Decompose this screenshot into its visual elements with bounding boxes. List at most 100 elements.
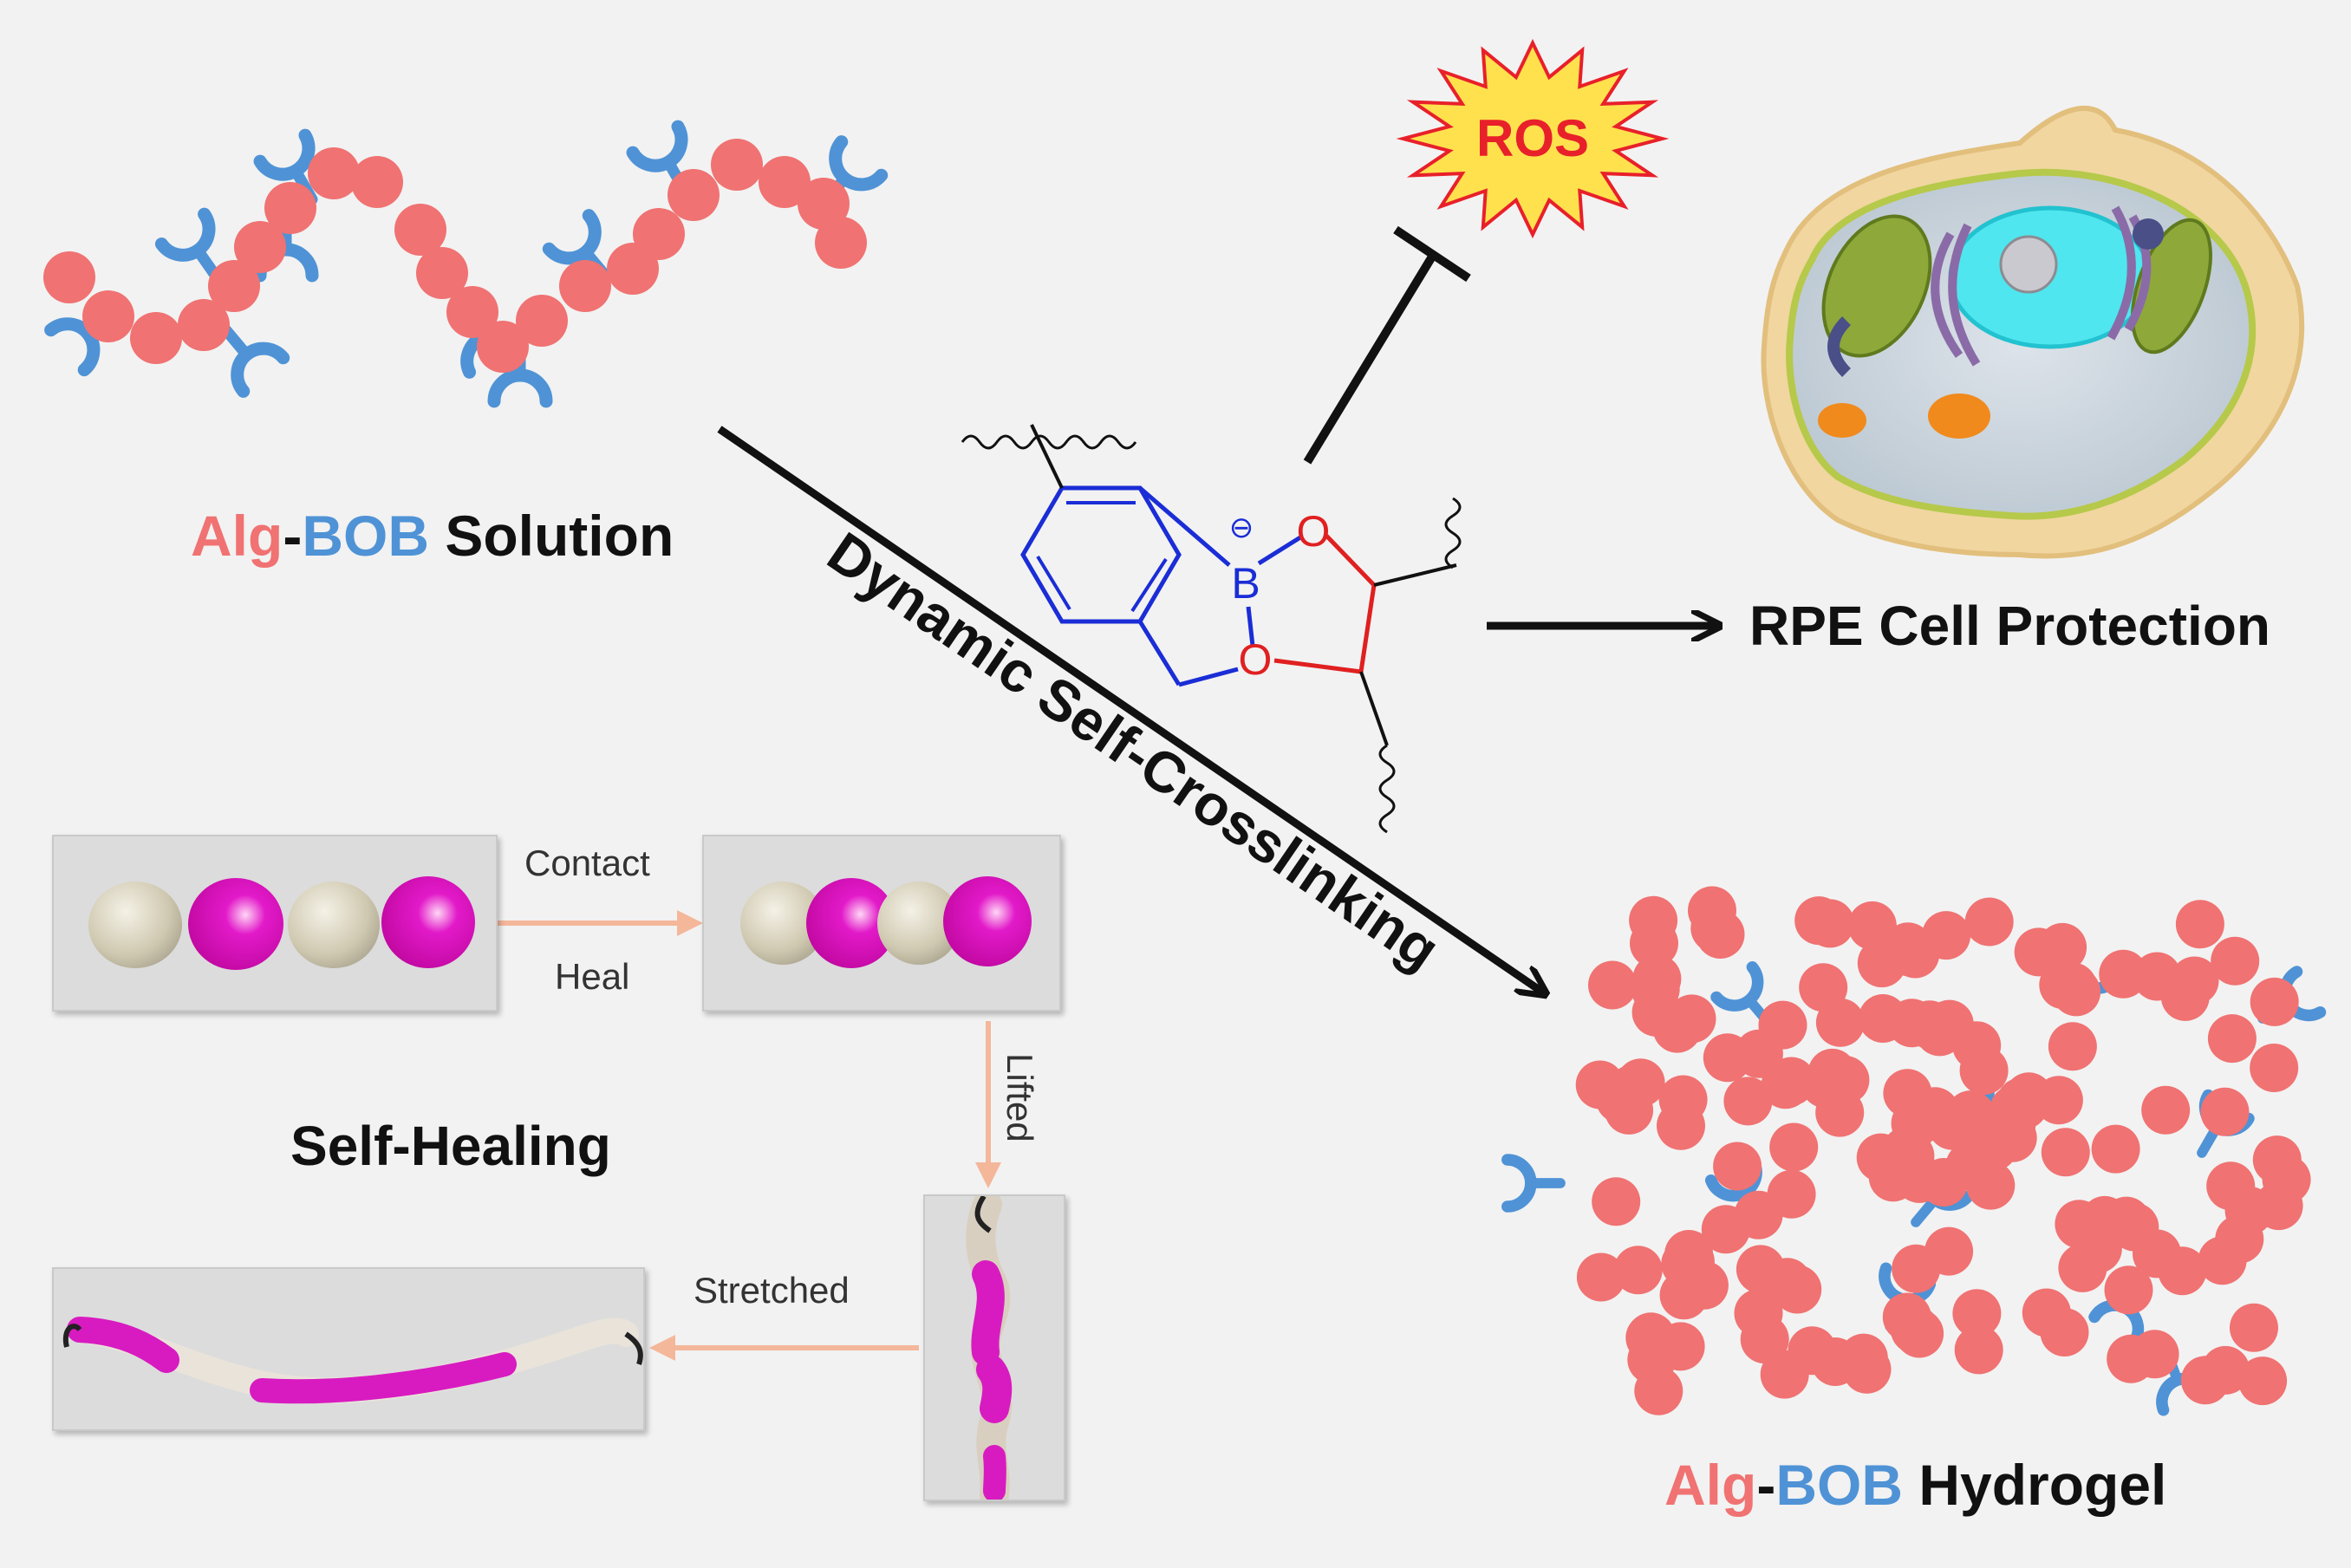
bob-text: BOB: [1775, 1453, 1903, 1517]
alginate-bead: [1632, 954, 1682, 1004]
mitochondrion: [1818, 403, 1866, 438]
dash-text: -: [283, 504, 303, 568]
polymer-wavy-bond: [1444, 497, 1462, 569]
oxygen-atom-top: O: [1297, 507, 1331, 556]
polymer-wavy-bond: [1378, 744, 1396, 834]
alginate-bead: [477, 321, 529, 373]
rpe-cell-illustration: [1761, 106, 2305, 559]
ros-burst: ROS: [1396, 38, 1670, 239]
alginate-bead: [234, 221, 286, 273]
alginate-bead: [1767, 1169, 1816, 1219]
alginate-bead: [798, 178, 850, 230]
pink-hydrogel-drop: [188, 878, 283, 970]
inhibition-bar: [1393, 225, 1471, 283]
b-o-bond-top: [1257, 535, 1302, 566]
alg-bob-hydrogel-network: [1501, 886, 2327, 1416]
chloroplast: [1821, 214, 1932, 358]
heal-label: Heal: [555, 956, 630, 997]
benzene-double-bond: [1036, 555, 1071, 611]
alginate-bead: [1807, 1048, 1857, 1097]
alginate-bead: [2230, 1303, 2278, 1352]
boron-charge: ⊖: [1229, 511, 1254, 544]
alginate-bead: [208, 260, 260, 312]
alginate-bead: [2022, 1288, 2071, 1337]
rpe-cell-protection-label: RPE Cell Protection: [1749, 595, 2270, 657]
ch2-o-bond: [1178, 667, 1239, 687]
alginate-bead: [815, 217, 867, 269]
crosslinking-arrow: [717, 426, 1543, 992]
alginate-bead: [1954, 1325, 2003, 1375]
alginate-bead: [2250, 1044, 2299, 1092]
clear-hydrogel-drop: [288, 882, 380, 968]
alginate-bead: [1576, 1252, 1625, 1302]
alginate-bead: [2041, 1128, 2090, 1177]
alginate-bead: [1847, 901, 1897, 950]
alginate-bead: [1859, 994, 1907, 1043]
alginate-bead: [1736, 1245, 1785, 1294]
alginate-bead: [1588, 960, 1637, 1010]
c-c-bond: [1358, 584, 1377, 673]
alginate-bead: [1656, 1322, 1705, 1371]
alginate-bead: [394, 204, 446, 256]
alginate-bead: [1924, 1226, 1974, 1276]
alginate-bead: [2004, 1072, 2054, 1122]
alginate-bead: [1613, 1246, 1663, 1295]
alginate-bead: [1703, 1033, 1752, 1083]
alginate-bead: [1788, 1326, 1837, 1376]
alginate-bead: [2048, 1022, 2097, 1071]
o-c-bond-top: [1325, 534, 1376, 587]
alginate-bead: [2250, 977, 2299, 1026]
bob-text: BOB: [302, 504, 429, 568]
centrosome: [2133, 218, 2164, 250]
golgi: [1931, 205, 2152, 367]
c-chain-bond: [1359, 671, 1389, 746]
alginate-bead: [1806, 899, 1855, 948]
o-c-bond-bottom: [1273, 658, 1362, 674]
ring-ch2-bond: [1137, 620, 1182, 686]
alginate-bead: [1723, 1077, 1773, 1126]
alginate-bead: [2175, 900, 2224, 949]
alginate-bead: [2252, 1135, 2302, 1185]
alg-text: Alg: [191, 504, 283, 568]
mitochondrion: [1928, 394, 1990, 439]
alginate-bead: [1713, 1142, 1762, 1191]
contacted-drops-photo: [702, 835, 1061, 1012]
alginate-bead: [2211, 936, 2260, 986]
dash-text: -: [1756, 1453, 1776, 1517]
hydrogel-title: Alg-BOB Hydrogel: [1664, 1452, 2166, 1518]
solution-text: Solution: [428, 504, 674, 568]
polymer-wavy-bond: [961, 434, 1137, 450]
chloroplast: [2131, 218, 2212, 355]
alginate-bead: [130, 312, 182, 364]
alginate-bead: [1895, 1154, 1944, 1203]
alginate-bead: [416, 247, 468, 299]
alginate-bead: [1734, 1289, 1783, 1338]
alginate-bead: [1945, 1142, 1995, 1191]
alginate-bead: [2052, 967, 2101, 1017]
alginate-bead: [446, 286, 498, 338]
solution-title: Alg-BOB Solution: [191, 503, 674, 569]
alginate-bead: [1856, 1133, 1905, 1182]
alginate-bead: [2207, 1014, 2257, 1064]
alginate-bead: [1799, 963, 1848, 1012]
alginate-bead: [2201, 1345, 2250, 1395]
benzene-double-bond: [1130, 557, 1168, 613]
alginate-bead: [1634, 1366, 1683, 1415]
alginate-bead: [1769, 1122, 1819, 1172]
alginate-bead: [1883, 1069, 1932, 1118]
alg-text: Alg: [1664, 1453, 1757, 1517]
alginate-bead: [1595, 1074, 1644, 1123]
alginate-bead: [1592, 1177, 1641, 1226]
alginate-bead: [1815, 1088, 1865, 1137]
oxygen-atom-bottom: O: [1239, 635, 1273, 684]
alginate-bead: [2091, 1124, 2140, 1174]
alginate-bead: [711, 139, 763, 191]
inhibition-line: [1303, 254, 1436, 465]
alginate-bead: [178, 299, 230, 351]
ros-starburst-icon: [1396, 38, 1670, 239]
alginate-bead: [1688, 886, 1736, 935]
alginate-bead: [1915, 1007, 1964, 1057]
alginate-bead: [264, 182, 316, 234]
alginate-bead: [2104, 1265, 2153, 1315]
